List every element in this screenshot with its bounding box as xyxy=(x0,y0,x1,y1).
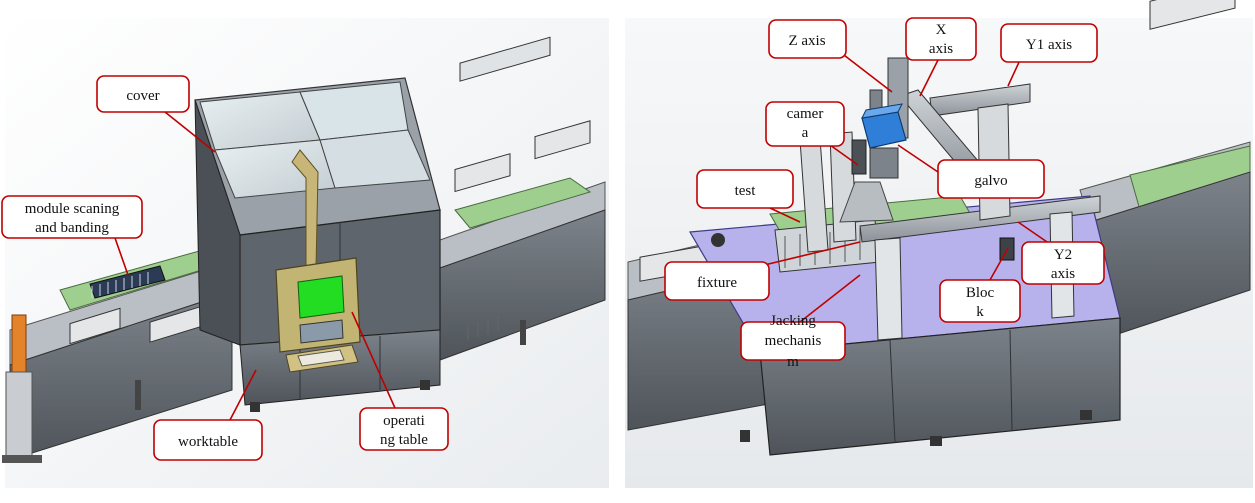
label-cover: cover xyxy=(126,88,159,104)
label-operating-line1: operati xyxy=(383,413,425,429)
label-operating-line2: ng table xyxy=(380,432,428,448)
label-jacking-line2: mechanis xyxy=(765,333,822,349)
callout-fixture: fixture xyxy=(664,241,861,301)
callout-cover: cover xyxy=(96,75,216,153)
label-test: test xyxy=(735,183,757,199)
label-y2-line1: Y2 xyxy=(1054,247,1072,263)
label-galvo: galvo xyxy=(974,173,1007,189)
callout-camera: camer a xyxy=(765,101,859,166)
callout-y2-axis: Y2 axis xyxy=(1017,221,1105,285)
callout-test: test xyxy=(696,169,801,223)
label-camera-line2: a xyxy=(802,125,809,141)
callout-block: Bloc k xyxy=(939,247,1021,323)
label-fixture: fixture xyxy=(697,275,737,291)
callout-x-axis: X axis xyxy=(905,17,977,97)
callout-z-axis: Z axis xyxy=(768,19,893,93)
green-screen xyxy=(297,275,345,319)
callout-module-scanning: module scaning and banding xyxy=(1,195,143,276)
callout-worktable: worktable xyxy=(153,369,263,461)
label-jacking-line1: Jacking xyxy=(770,313,816,329)
label-camera-line1: camer xyxy=(787,106,824,122)
label-module-line1: module scaning xyxy=(25,201,120,217)
right-machine-illustration xyxy=(625,0,1253,488)
operating-table-panel xyxy=(275,149,361,373)
callout-operating-table: operati ng table xyxy=(351,311,449,451)
label-jacking-line3: m xyxy=(787,354,799,370)
label-worktable: worktable xyxy=(178,434,238,450)
callout-y1-axis: Y1 axis xyxy=(1000,23,1098,87)
callout-galvo: galvo xyxy=(897,144,1045,199)
label-block-line1: Bloc xyxy=(966,285,995,301)
label-x-axis-line2: axis xyxy=(929,41,953,57)
label-z-axis: Z axis xyxy=(788,33,825,49)
left-machine-illustration xyxy=(2,18,609,488)
label-module-line2: and banding xyxy=(35,220,109,236)
label-block-line2: k xyxy=(976,304,984,320)
label-y2-line2: axis xyxy=(1051,266,1075,282)
label-x-axis-line1: X xyxy=(936,22,947,38)
callout-jacking-mechanism: Jacking mechanis m xyxy=(740,274,861,370)
conveyor-right xyxy=(439,36,606,361)
label-y1-axis: Y1 axis xyxy=(1026,37,1072,53)
